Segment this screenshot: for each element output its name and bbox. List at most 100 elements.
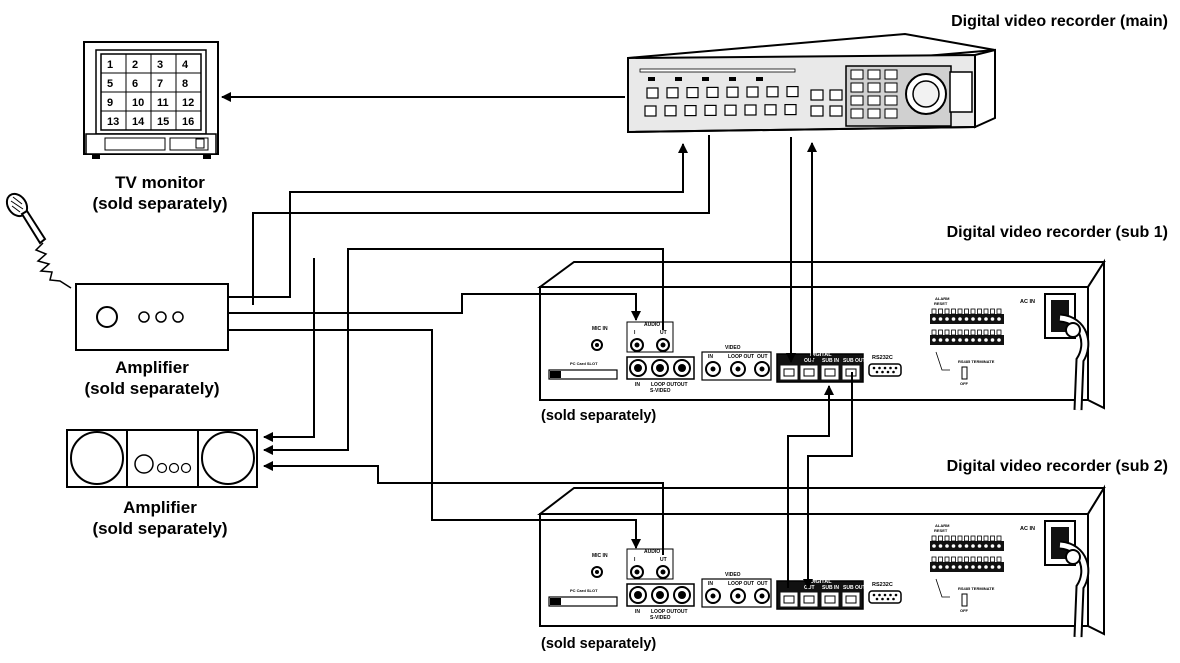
mic-in-label: MIC IN (592, 326, 608, 332)
svideo-loop-label: LOOP OUT (651, 609, 677, 615)
channel-button (666, 87, 679, 99)
control-key (850, 95, 864, 106)
sub1-audio-to-amp2 (263, 248, 664, 455)
digital-out-label: OUT (804, 358, 815, 364)
video-loop-label: LOOP OUT (728, 581, 754, 587)
status-led (702, 77, 709, 81)
amplifier-2-note: (sold separately) (92, 519, 228, 538)
tv-grid-cell: 14 (132, 116, 145, 128)
channel-button (784, 103, 797, 116)
channel-button (726, 86, 739, 98)
tv-grid-cell: 16 (182, 116, 194, 128)
channel-button (724, 104, 737, 116)
ac-in-label: AC IN (1020, 299, 1035, 305)
channel-button (764, 104, 777, 116)
main-control-keys (850, 69, 898, 119)
connection-lines (221, 92, 853, 589)
reset-label: RESET (934, 301, 948, 306)
tv-monitor-label: TV monitor (sold separately) (60, 172, 260, 214)
channel-button (786, 85, 799, 98)
sub-out-label: SUB OUT (843, 358, 866, 364)
digital-label: DIGITAL (810, 579, 832, 585)
tv-audio-to-amp2 (263, 258, 315, 442)
tv-grid-cell: 4 (182, 59, 189, 71)
video-out-label: OUT (757, 354, 768, 360)
digital-label: DIGITAL (810, 352, 832, 358)
tv-grid-cell: 13 (107, 116, 119, 128)
channel-button (686, 86, 699, 99)
svideo-in-label: IN (635, 609, 640, 615)
tv-grid-cell: 10 (132, 97, 144, 109)
mic-in-label: MIC IN (592, 553, 608, 559)
audio-label: AUDIO (644, 549, 660, 555)
control-key (884, 82, 898, 93)
amplifier-1-note: (sold separately) (84, 379, 220, 398)
audio-out-label: UT (660, 557, 667, 563)
dvr-sub1 (536, 258, 1106, 410)
tv-grid-cell: 9 (107, 97, 113, 109)
control-key (850, 108, 864, 119)
mode-button (810, 89, 824, 101)
tv-grid-cell: 6 (132, 78, 138, 90)
amp1-to-sub2-audio (228, 329, 641, 549)
control-key (850, 69, 864, 80)
svideo-label: S-VIDEO (650, 388, 671, 394)
channel-button (704, 104, 717, 117)
control-key (867, 82, 881, 93)
channel-button (706, 86, 719, 99)
pc-card-label: PC Card SLOT (570, 361, 598, 366)
amp1-to-sub1-audio (228, 293, 641, 321)
channel-button (684, 104, 697, 117)
dvr-main-label: Digital video recorder (main) (951, 13, 1168, 30)
tv-grid-cell: 8 (182, 78, 188, 90)
status-led (756, 77, 763, 81)
channel-button (746, 86, 759, 98)
pc-card-label: PC Card SLOT (570, 588, 598, 593)
tv-monitor-title: TV monitor (115, 173, 205, 192)
mode-button (829, 89, 843, 101)
video-loop-label: LOOP OUT (728, 354, 754, 360)
rs232c-label: RS232C (872, 582, 893, 588)
ac-in-label: AC IN (1020, 526, 1035, 532)
svideo-out-label: OUT (677, 609, 688, 615)
off-label: OFF (960, 381, 969, 386)
control-key (867, 69, 881, 80)
dvr-sub2 (537, 484, 1106, 636)
control-key (867, 95, 881, 106)
status-led (648, 77, 655, 81)
channel-button (766, 86, 779, 98)
main-button-panel (644, 77, 843, 117)
channel-button (664, 105, 677, 117)
tv-grid-cell: 3 (157, 59, 163, 71)
sub-in-label: SUB IN (822, 585, 839, 591)
amp1-to-main-cable-b (252, 135, 710, 305)
reset-label: RESET (934, 528, 948, 533)
amplifier-2-label: Amplifier (sold separately) (60, 497, 260, 539)
channel-button (744, 104, 757, 116)
amplifier-1-title: Amplifier (115, 358, 189, 377)
control-key (850, 82, 864, 93)
video-out-label: OUT (757, 581, 768, 587)
terminate-label: RS485 TERMINATE (958, 586, 995, 591)
video-in-label: IN (708, 581, 713, 587)
video-label: VIDEO (725, 345, 741, 351)
svideo-loop-label: LOOP OUT (651, 382, 677, 388)
tv-grid-cell: 11 (157, 97, 169, 109)
tv-grid-cell: 12 (182, 97, 194, 109)
terminate-label: RS485 TERMINATE (958, 359, 995, 364)
off-label: OFF (960, 608, 969, 613)
amplifier-2 (66, 429, 258, 488)
audio-label: AUDIO (644, 322, 660, 328)
rs232c-label: RS232C (872, 355, 893, 361)
control-key (867, 108, 881, 119)
amplifier-1-label: Amplifier (sold separately) (52, 357, 252, 399)
tv-grid-cell: 7 (157, 78, 163, 90)
svideo-in-label: IN (635, 382, 640, 388)
sub-in-label: SUB IN (822, 358, 839, 364)
video-in-label: IN (708, 354, 713, 360)
